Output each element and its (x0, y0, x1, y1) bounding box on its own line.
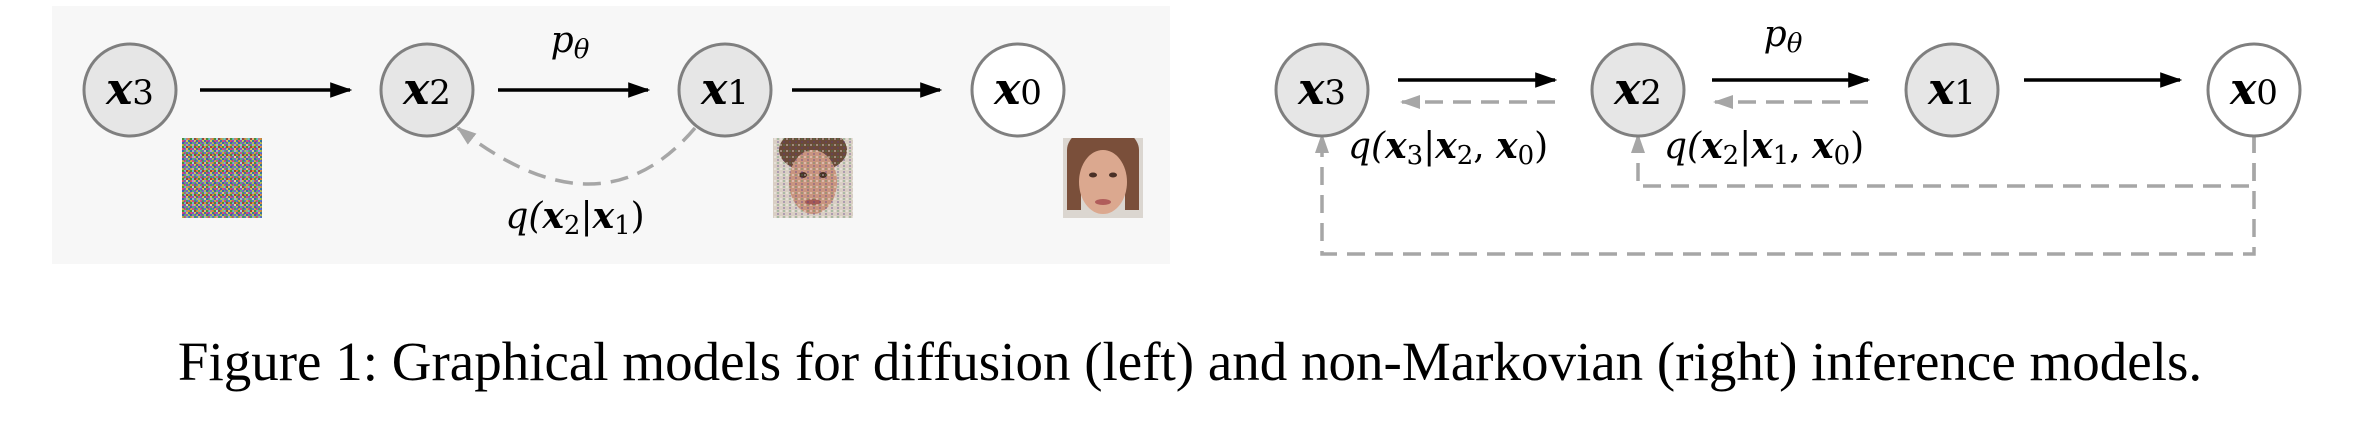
left-node-x3: x3 (82, 42, 178, 138)
left-panel-background (52, 6, 1170, 264)
svg-text:x0: x0 (993, 64, 1042, 115)
svg-text:x1: x1 (1927, 64, 1976, 115)
svg-text:x2: x2 (1613, 64, 1662, 115)
right-q2-label: q(x2|x1, x0) (1664, 125, 1864, 171)
right-node-x2: x2 (1590, 42, 1686, 138)
left-node-x0: x0 (970, 42, 1066, 138)
svg-text:x3: x3 (1297, 64, 1346, 115)
clean-face-image (1063, 138, 1143, 218)
figure-caption: Figure 1: Graphical models for diffusion… (177, 331, 2203, 392)
left-backward-label: q(x2|x1) (505, 195, 644, 241)
left-dashed-arrow-x1-x2 (456, 126, 697, 186)
noise-image (182, 138, 262, 218)
right-node-x3: x3 (1274, 42, 1370, 138)
left-node-x2: x2 (379, 42, 475, 138)
svg-text:x3: x3 (105, 64, 154, 115)
right-node-x1: x1 (1904, 42, 2000, 138)
figure-diagram: x3 x2 x1 x0 pθ q(x2|x1) (52, 6, 2302, 264)
right-panel: x3 x2 x1 x0 pθ q(x3|x2, x0) q(x2|x1, x0) (1274, 14, 2302, 256)
right-dashed-arrow-x0-x3 (1315, 133, 2256, 256)
right-forward-label: pθ (1764, 14, 1803, 59)
left-panel: x3 x2 x1 x0 pθ q(x2|x1) (82, 20, 1143, 241)
svg-text:x2: x2 (402, 64, 451, 115)
left-node-x1: x1 (677, 42, 773, 138)
right-node-x0: x0 (2206, 42, 2302, 138)
left-forward-label: pθ (551, 20, 590, 65)
right-q3-label: q(x3|x2, x0) (1348, 125, 1548, 171)
svg-text:x1: x1 (700, 64, 749, 115)
svg-text:x0: x0 (2229, 64, 2278, 115)
noisy-face-image (773, 138, 853, 218)
